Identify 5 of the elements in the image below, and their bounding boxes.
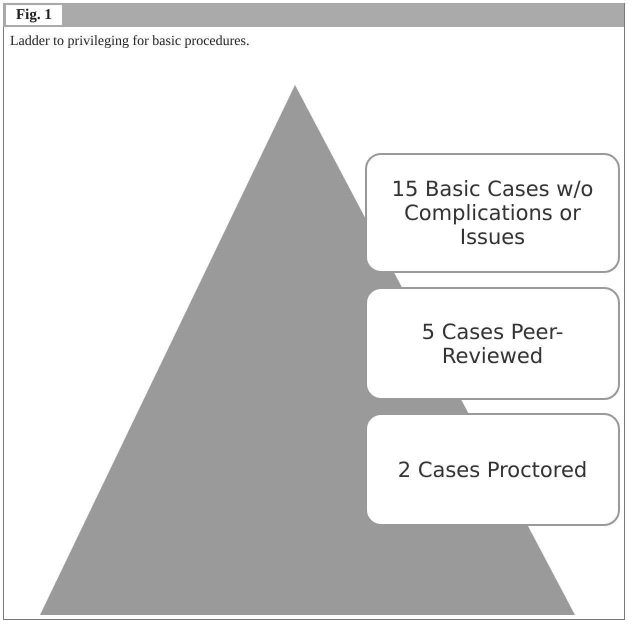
caption: Ladder to privileging for basic procedures. xyxy=(10,34,250,50)
step-box: 15 Basic Cases w/o Complications or Issues xyxy=(365,153,620,273)
step-box: 2 Cases Proctored xyxy=(365,413,620,526)
step-box: 5 Cases Peer-Reviewed xyxy=(365,287,620,400)
figure-title: Fig. 1 xyxy=(6,5,62,25)
